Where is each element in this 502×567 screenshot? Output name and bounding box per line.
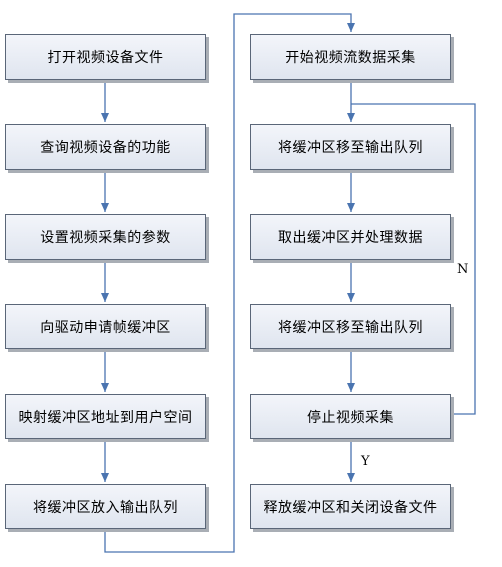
step-queue-buffers: 将缓冲区放入输出队列 <box>5 484 206 529</box>
arrow-l6-r1 <box>104 13 355 553</box>
step-query-capabilities: 查询视频设备的功能 <box>5 124 206 170</box>
step-set-capture-params: 设置视频采集的参数 <box>5 214 206 260</box>
step-stop-capture: 停止视频采集 <box>250 394 451 439</box>
step-dequeue-process: 取出缓冲区并处理数据 <box>250 214 451 260</box>
step-move-buffer-out-1: 将缓冲区移至输出队列 <box>250 124 451 170</box>
step-map-buffers: 映射缓冲区地址到用户空间 <box>5 394 206 439</box>
step-request-frame-buffers: 向驱动申请帧缓冲区 <box>5 304 206 349</box>
step-open-device-file: 打开视频设备文件 <box>5 34 206 80</box>
loop-back-no <box>351 103 476 415</box>
label-yes: Y <box>361 454 370 469</box>
step-release-and-close: 释放缓冲区和关闭设备文件 <box>250 484 451 529</box>
step-start-streaming: 开始视频流数据采集 <box>250 34 451 80</box>
step-move-buffer-out-2: 将缓冲区移至输出队列 <box>250 304 451 349</box>
label-no: N <box>457 262 469 277</box>
